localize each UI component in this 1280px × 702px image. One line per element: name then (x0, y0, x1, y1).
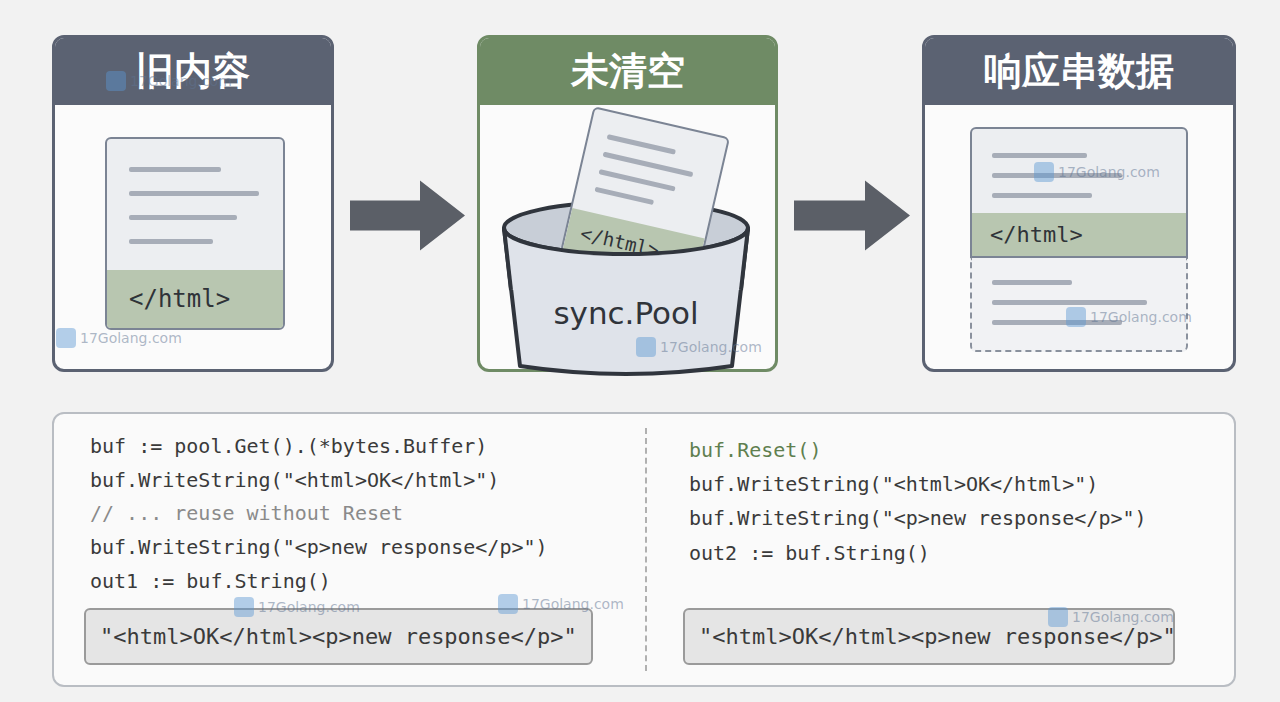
code-line: buf.WriteString("<html>OK</html>") (689, 472, 1098, 496)
code-line: out2 := buf.String() (689, 541, 930, 565)
document-box: </html> (970, 127, 1188, 352)
panel-header: 旧内容 (55, 38, 331, 105)
appended-part (970, 258, 1188, 352)
code-line: buf.Reset() (689, 438, 821, 462)
panel-header: 响应串数据 (925, 38, 1233, 105)
text-line-bar (992, 193, 1092, 198)
text-line-bar (129, 191, 259, 196)
text-line-bar (129, 167, 221, 172)
panel-box: 响应串数据 </html> (922, 35, 1236, 372)
panel-title: 响应串数据 (925, 38, 1233, 105)
text-line-bar (607, 134, 676, 155)
output-string: "<html>OK</html><p>new response</p>" (699, 610, 1176, 663)
panel-box: 旧内容 </html> (52, 35, 334, 372)
text-line-bar (992, 153, 1087, 158)
bucket-rim-front (504, 228, 748, 254)
text-line-bar (992, 320, 1122, 325)
result-box: "<html>OK</html><p>new response</p>" (84, 608, 593, 665)
text-line-bar (992, 300, 1147, 305)
text-line-bar (594, 187, 654, 205)
bucket-side (741, 228, 748, 290)
code-line: buf.WriteString("<p>new response</p>") (90, 535, 548, 559)
text-line-bar (992, 280, 1072, 285)
pool-label: sync.Pool (500, 294, 752, 332)
code-line: // ... reuse without Reset (90, 501, 403, 525)
closing-tag-band: </html> (972, 213, 1186, 256)
code-box: buf := pool.Get().(*bytes.Buffer) buf.Wri… (52, 412, 1236, 687)
bucket-front (504, 228, 748, 290)
panel-title: 未清空 (480, 38, 775, 105)
panel-header: 未清空 (480, 38, 775, 105)
code-line: out1 := buf.String() (90, 569, 331, 593)
result-box: "<html>OK</html><p>new response</p>" (683, 608, 1175, 665)
bucket-side (504, 228, 511, 290)
text-line-bar (129, 215, 237, 220)
panel-box: 未清空sync.Pool</html> (477, 35, 778, 372)
closing-tag-band: </html> (107, 270, 283, 328)
output-string: "<html>OK</html><p>new response</p>" (100, 610, 577, 663)
document-page: </html> (970, 127, 1188, 258)
closing-tag: </html> (129, 270, 230, 328)
flow-arrow (350, 181, 465, 251)
text-line-bar (599, 169, 676, 191)
divider-line (645, 428, 647, 671)
code-line: buf := pool.Get().(*bytes.Buffer) (90, 434, 487, 458)
text-line-bar (992, 173, 1122, 178)
flow-arrow (794, 181, 910, 251)
code-line: buf.WriteString("<html>OK</html>") (90, 468, 499, 492)
closing-tag: </html> (990, 213, 1083, 256)
panel-title: 旧内容 (55, 38, 331, 105)
document-box: </html> (105, 137, 285, 330)
text-line-bar (129, 239, 213, 244)
code-line: buf.WriteString("<p>new response</p>") (689, 506, 1147, 530)
